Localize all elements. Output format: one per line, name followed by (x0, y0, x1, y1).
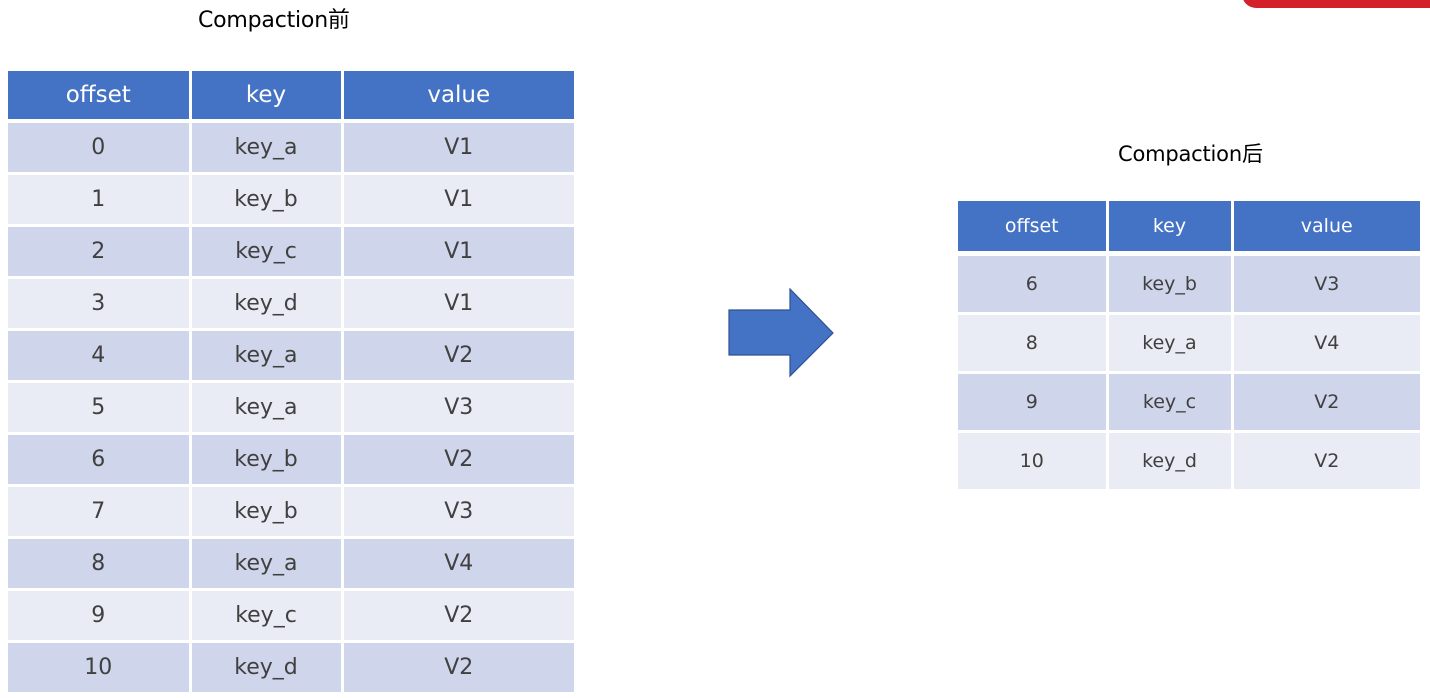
before-header-key: key (190, 71, 344, 123)
key-cell: key_b (190, 173, 344, 227)
after-table: offset key value 6 key_b V3 8 key_a V4 9… (958, 201, 1420, 492)
offset-cell: 4 (8, 329, 192, 383)
table-row: 4 key_a V2 (8, 329, 574, 383)
key-cell: key_b (190, 433, 344, 487)
offset-cell: 6 (958, 253, 1109, 315)
table-row: 6 key_b V2 (8, 433, 574, 487)
after-header-row: offset key value (958, 201, 1420, 256)
before-title: Compaction前 (198, 8, 350, 33)
value-cell: V4 (342, 537, 574, 591)
table-row: 8 key_a V4 (958, 313, 1420, 374)
key-cell: key_d (190, 277, 344, 331)
before-header-value: value (342, 71, 574, 123)
value-cell: V1 (342, 225, 574, 279)
value-cell: V3 (1232, 253, 1420, 315)
before-table: offset key value 0 key_a V1 1 key_b V1 2… (8, 71, 574, 695)
after-header-value: value (1232, 201, 1420, 256)
table-row: 9 key_c V2 (958, 372, 1420, 433)
right-arrow-shape (728, 288, 834, 378)
key-cell: key_c (190, 589, 344, 643)
after-header-key: key (1107, 201, 1234, 256)
table-row: 10 key_d V2 (8, 641, 574, 695)
table-row: 0 key_a V1 (8, 121, 574, 175)
key-cell: key_b (1107, 253, 1234, 315)
key-cell: key_d (1107, 431, 1234, 492)
offset-cell: 2 (8, 225, 192, 279)
key-cell: key_c (190, 225, 344, 279)
key-cell: key_a (190, 537, 344, 591)
corner-accent (1242, 0, 1430, 8)
value-cell: V1 (342, 121, 574, 175)
table-row: 6 key_b V3 (958, 253, 1420, 315)
table-row: 10 key_d V2 (958, 431, 1420, 492)
value-cell: V2 (342, 641, 574, 695)
key-cell: key_b (190, 485, 344, 539)
offset-cell: 8 (8, 537, 192, 591)
offset-cell: 3 (8, 277, 192, 331)
right-arrow-icon (728, 288, 834, 378)
key-cell: key_d (190, 641, 344, 695)
offset-cell: 8 (958, 313, 1109, 374)
offset-cell: 6 (8, 433, 192, 487)
value-cell: V2 (1232, 372, 1420, 433)
key-cell: key_a (190, 121, 344, 175)
offset-cell: 9 (958, 372, 1109, 433)
after-title: Compaction后 (1118, 142, 1263, 166)
key-cell: key_a (190, 381, 344, 435)
value-cell: V1 (342, 277, 574, 331)
value-cell: V2 (1232, 431, 1420, 492)
offset-cell: 1 (8, 173, 192, 227)
offset-cell: 0 (8, 121, 192, 175)
before-header-offset: offset (8, 71, 192, 123)
table-row: 9 key_c V2 (8, 589, 574, 643)
offset-cell: 5 (8, 381, 192, 435)
table-row: 7 key_b V3 (8, 485, 574, 539)
key-cell: key_a (1107, 313, 1234, 374)
value-cell: V2 (342, 589, 574, 643)
value-cell: V2 (342, 329, 574, 383)
table-row: 3 key_d V1 (8, 277, 574, 331)
value-cell: V4 (1232, 313, 1420, 374)
value-cell: V1 (342, 173, 574, 227)
table-row: 5 key_a V3 (8, 381, 574, 435)
offset-cell: 7 (8, 485, 192, 539)
value-cell: V3 (342, 381, 574, 435)
table-row: 8 key_a V4 (8, 537, 574, 591)
key-cell: key_c (1107, 372, 1234, 433)
key-cell: key_a (190, 329, 344, 383)
table-row: 2 key_c V1 (8, 225, 574, 279)
value-cell: V2 (342, 433, 574, 487)
offset-cell: 10 (958, 431, 1109, 492)
after-header-offset: offset (958, 201, 1109, 256)
before-header-row: offset key value (8, 71, 574, 123)
value-cell: V3 (342, 485, 574, 539)
table-row: 1 key_b V1 (8, 173, 574, 227)
offset-cell: 9 (8, 589, 192, 643)
offset-cell: 10 (8, 641, 192, 695)
